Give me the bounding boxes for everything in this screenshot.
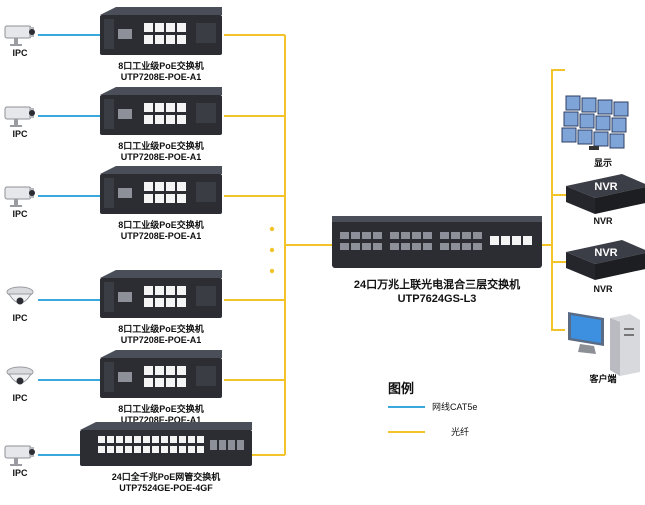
ipc-label: IPC [12, 393, 28, 403]
core-switch-name: 24口万兆上联光电混合三层交换机 [354, 277, 520, 291]
nvr-icon: NVR [566, 240, 645, 280]
legend-copper-label: 网线CAT5e [432, 401, 477, 412]
switch-model: UTP7208E-POE-A1 [121, 231, 202, 241]
bullet-camera-icon [4, 25, 35, 46]
bullet-camera-icon [4, 445, 35, 466]
ipc-camera: IPC [4, 106, 35, 139]
fiber-to-display [542, 69, 565, 246]
switch-model: UTP7208E-POE-A1 [121, 152, 202, 162]
ipc-label: IPC [12, 468, 28, 478]
ipc-label: IPC [12, 48, 28, 58]
switch-model: UTP7524GE-POE-4GF [119, 483, 213, 493]
ipc-camera: IPC [4, 445, 35, 478]
ellipsis-dot [269, 226, 275, 232]
video-wall: 显示 [561, 95, 629, 168]
nvr-2: NVR NVR [566, 240, 645, 294]
switch-name: 8口工业级PoE交换机 [118, 323, 204, 334]
legend-title: 图例 [388, 381, 414, 396]
ellipsis-dot [269, 247, 275, 253]
ipc-camera: IPC [6, 366, 34, 403]
ipc-camera: IPC [4, 25, 35, 58]
fiber-to-client [551, 245, 565, 331]
client-pc: 客户端 [568, 312, 640, 384]
ipc-label: IPC [12, 129, 28, 139]
bullet-camera-icon [4, 186, 35, 207]
client-pc-label: 客户端 [588, 373, 616, 384]
switch-model: UTP7208E-POE-A1 [121, 415, 202, 425]
nvr-icon: NVR [566, 174, 645, 214]
more-switches-dots [269, 226, 275, 274]
ellipsis-dot [269, 268, 275, 274]
video-wall-icon [561, 95, 629, 150]
dome-camera-icon [6, 366, 34, 385]
bullet-camera-icon [4, 106, 35, 127]
switch-name: 8口工业级PoE交换机 [118, 140, 204, 151]
switch-model: UTP7208E-POE-A1 [121, 335, 202, 345]
nvr-badge: NVR [594, 181, 617, 193]
legend: 图例 网线CAT5e 光纤 [388, 381, 477, 437]
copper-lines [38, 34, 100, 456]
ipc-label: IPC [12, 313, 28, 323]
nvr-1-label: NVR [593, 216, 613, 226]
switch-name: 8口工业级PoE交换机 [118, 60, 204, 71]
ipc-camera: IPC [6, 286, 34, 323]
switch-name: 24口全千兆PoE网管交换机 [112, 471, 221, 482]
core-switch-model: UTP7624GS-L3 [398, 293, 477, 305]
switch-name: 8口工业级PoE交换机 [118, 219, 204, 230]
access-switches: 8口工业级PoE交换机UTP7208E-POE-A18口工业级PoE交换机UTP… [80, 7, 252, 493]
switch-name: 8口工业级PoE交换机 [118, 403, 204, 414]
nvr-1: NVR NVR [566, 174, 645, 226]
camera-column: IPC IPC IPC IPC IPC IPC [4, 25, 35, 478]
core-switch: 24口万兆上联光电混合三层交换机 UTP7624GS-L3 [332, 216, 542, 305]
switch-model: UTP7208E-POE-A1 [121, 72, 202, 82]
ipc-camera: IPC [4, 186, 35, 219]
dome-camera-icon [6, 286, 34, 305]
pc-icon [568, 312, 640, 376]
fiber-lines [224, 34, 566, 456]
video-wall-label: 显示 [594, 158, 612, 168]
legend-fiber-label: 光纤 [451, 426, 469, 437]
nvr-badge: NVR [594, 247, 617, 259]
ipc-label: IPC [12, 209, 28, 219]
core-switch-ports [340, 232, 532, 250]
nvr-2-label: NVR [593, 284, 613, 294]
